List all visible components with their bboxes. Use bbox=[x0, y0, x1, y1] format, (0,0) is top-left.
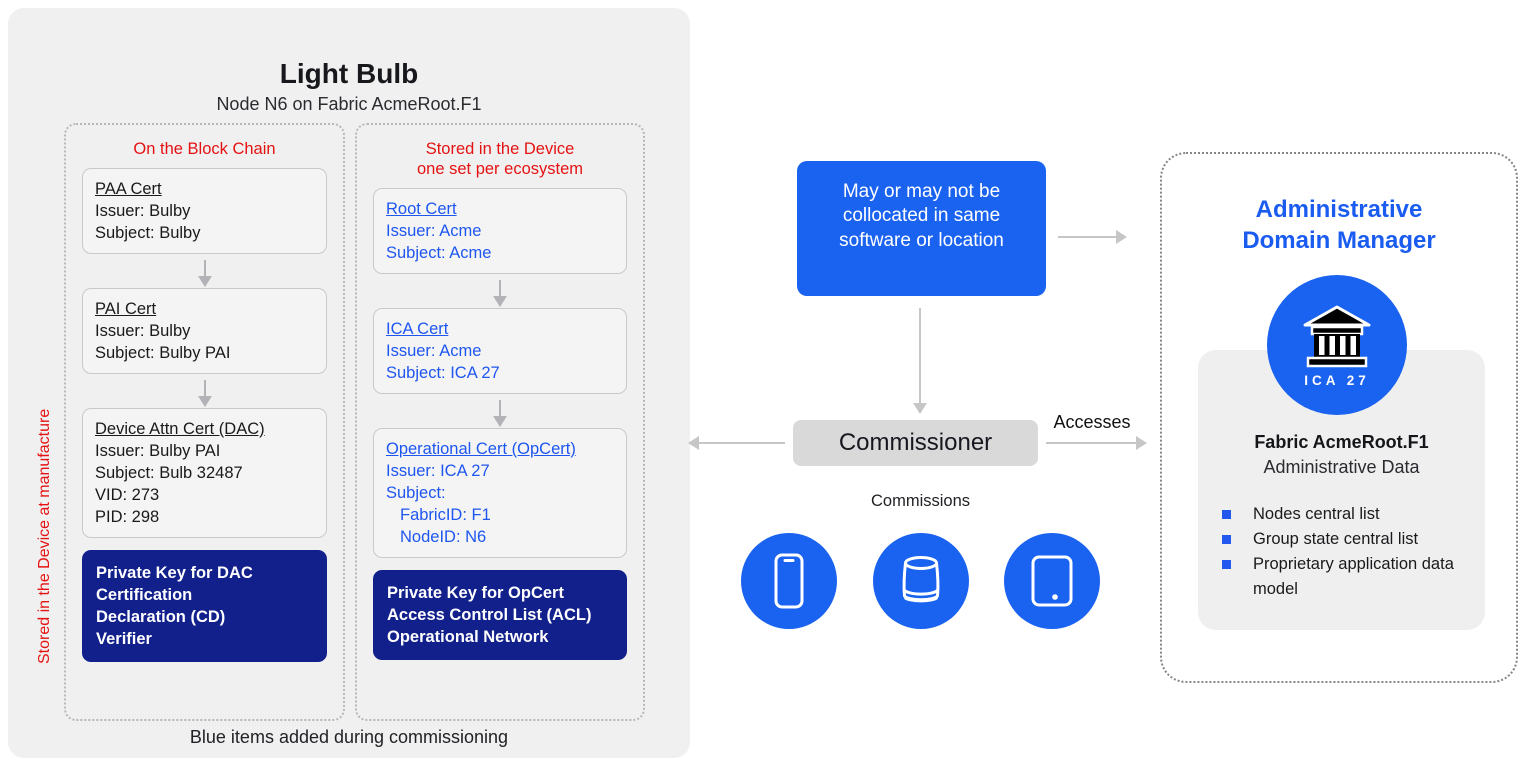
commissioning-footer-note: Blue items added during commissioning bbox=[189, 727, 509, 747]
note-line: collocated in same bbox=[842, 205, 1001, 227]
bullet-square-icon bbox=[1222, 560, 1231, 569]
smart-speaker-icon bbox=[902, 556, 940, 603]
root-cert-box: Root Cert Issuer: Acme Subject: Acme bbox=[373, 188, 627, 274]
dac-cert-box: Device Attn Cert (DAC) Issuer: Bulby PAI… bbox=[82, 408, 327, 538]
cert-line: Issuer: Bulby bbox=[95, 202, 191, 220]
ica-badge-circle: ICA 27 bbox=[1267, 275, 1407, 415]
down-arrow-icon bbox=[499, 400, 501, 417]
commissioned-device-phone bbox=[741, 533, 837, 629]
private-key-line: Private Key for OpCert bbox=[387, 584, 564, 602]
list-item-label: Nodes central list bbox=[1253, 505, 1380, 523]
private-key-line: Access Control List (ACL) bbox=[387, 606, 592, 624]
private-key-line: Verifier bbox=[96, 630, 152, 648]
bullet-square-icon bbox=[1222, 510, 1231, 519]
blockchain-column-header: On the Block Chain bbox=[133, 140, 276, 158]
adm-title: Administrative Domain Manager bbox=[1162, 194, 1516, 256]
list-item: Group state central list bbox=[1222, 527, 1473, 552]
cert-line: Subject: Bulby PAI bbox=[95, 344, 231, 362]
opcert-private-key-box: Private Key for OpCert Access Control Li… bbox=[373, 570, 627, 660]
cert-line: Issuer: ICA 27 bbox=[386, 462, 490, 480]
fabric-bullet-list: Nodes central list Group state central l… bbox=[1222, 502, 1473, 602]
list-item: Nodes central list bbox=[1222, 502, 1473, 527]
adm-title-line: Administrative bbox=[1255, 196, 1423, 223]
commissioner-box: Commissioner bbox=[793, 420, 1038, 466]
cert-line: Subject: ICA 27 bbox=[386, 364, 500, 382]
down-arrow-icon bbox=[499, 280, 501, 297]
ica-cert-title: ICA Cert bbox=[386, 320, 449, 338]
down-arrow-icon bbox=[919, 308, 921, 403]
fabric-subheading: Administrative Data bbox=[1263, 457, 1420, 477]
cert-line: Issuer: Acme bbox=[386, 222, 482, 240]
op-cert-box: Operational Cert (OpCert) Issuer: ICA 27… bbox=[373, 428, 627, 558]
cert-line-indented: FabricID: F1 bbox=[400, 506, 491, 524]
cert-line: Subject: bbox=[386, 484, 446, 502]
cert-line: PID: 298 bbox=[95, 508, 160, 526]
list-item-label: Group state central list bbox=[1253, 530, 1419, 548]
right-arrow-icon bbox=[1058, 236, 1116, 238]
commissioned-device-speaker bbox=[873, 533, 969, 629]
bank-icon bbox=[1303, 305, 1371, 368]
device-column-header-line: one set per ecosystem bbox=[417, 160, 583, 178]
administrative-domain-manager-panel: Administrative Domain Manager Fabric Acm… bbox=[1160, 152, 1518, 683]
private-key-line: Operational Network bbox=[387, 628, 549, 646]
dac-private-key-box: Private Key for DAC Certification Declar… bbox=[82, 550, 327, 662]
light-bulb-subtitle: Node N6 on Fabric AcmeRoot.F1 bbox=[216, 94, 482, 114]
cert-line: Issuer: Bulby bbox=[95, 322, 191, 340]
blockchain-column: On the Block Chain PAA Cert Issuer: Bulb… bbox=[64, 123, 345, 721]
paa-cert-box: PAA Cert Issuer: Bulby Subject: Bulby bbox=[82, 168, 327, 254]
device-column-header: Stored in the Device one set per ecosyst… bbox=[365, 139, 635, 179]
note-line: May or may not be bbox=[842, 180, 1001, 202]
note-line: software or location bbox=[839, 229, 1004, 251]
commissioned-device-tablet bbox=[1004, 533, 1100, 629]
device-column: Stored in the Device one set per ecosyst… bbox=[355, 123, 645, 721]
op-cert-title: Operational Cert (OpCert) bbox=[386, 440, 576, 458]
root-cert-title: Root Cert bbox=[386, 200, 457, 218]
cert-line: Subject: Bulby bbox=[95, 224, 201, 242]
fabric-heading: Fabric AcmeRoot.F1 bbox=[1254, 432, 1429, 452]
private-key-line: Declaration (CD) bbox=[96, 608, 226, 626]
down-arrow-icon bbox=[203, 380, 206, 397]
bullet-square-icon bbox=[1222, 535, 1231, 544]
tablet-icon bbox=[1031, 555, 1073, 607]
light-bulb-panel: Light Bulb Node N6 on Fabric AcmeRoot.F1… bbox=[8, 8, 690, 758]
cert-line: Subject: Bulb 32487 bbox=[95, 464, 243, 482]
cert-line: Subject: Acme bbox=[386, 244, 492, 262]
commissions-label: Commissions bbox=[870, 492, 971, 510]
pai-cert-box: PAI Cert Issuer: Bulby Subject: Bulby PA… bbox=[82, 288, 327, 374]
cert-line: Issuer: Bulby PAI bbox=[95, 442, 221, 460]
list-item: Proprietary application data model bbox=[1222, 552, 1473, 602]
ica-badge-label: ICA 27 bbox=[1304, 373, 1370, 388]
left-arrow-icon bbox=[699, 442, 785, 444]
light-bulb-title: Light Bulb bbox=[279, 58, 419, 89]
cert-line: VID: 273 bbox=[95, 486, 160, 504]
down-arrow-icon bbox=[203, 260, 206, 277]
cert-line: Issuer: Acme bbox=[386, 342, 482, 360]
collocation-note-box: May or may not be collocated in same sof… bbox=[797, 161, 1046, 296]
paa-cert-title: PAA Cert bbox=[95, 180, 162, 198]
private-key-line: Private Key for DAC bbox=[96, 564, 253, 582]
cert-line-indented: NodeID: N6 bbox=[400, 528, 487, 546]
right-arrow-icon bbox=[1046, 442, 1136, 444]
accesses-label: Accesses bbox=[1053, 412, 1131, 432]
pai-cert-title: PAI Cert bbox=[95, 300, 157, 318]
adm-title-line: Domain Manager bbox=[1242, 227, 1436, 254]
stored-at-manufacture-label: Stored in the Device at manufacture bbox=[36, 408, 53, 664]
device-column-header-line: Stored in the Device bbox=[425, 140, 575, 158]
dac-cert-title: Device Attn Cert (DAC) bbox=[95, 420, 265, 438]
ica-cert-box: ICA Cert Issuer: Acme Subject: ICA 27 bbox=[373, 308, 627, 394]
list-item-label: Proprietary application data model bbox=[1253, 555, 1454, 598]
private-key-line: Certification bbox=[96, 586, 193, 604]
smartphone-icon bbox=[774, 553, 804, 609]
